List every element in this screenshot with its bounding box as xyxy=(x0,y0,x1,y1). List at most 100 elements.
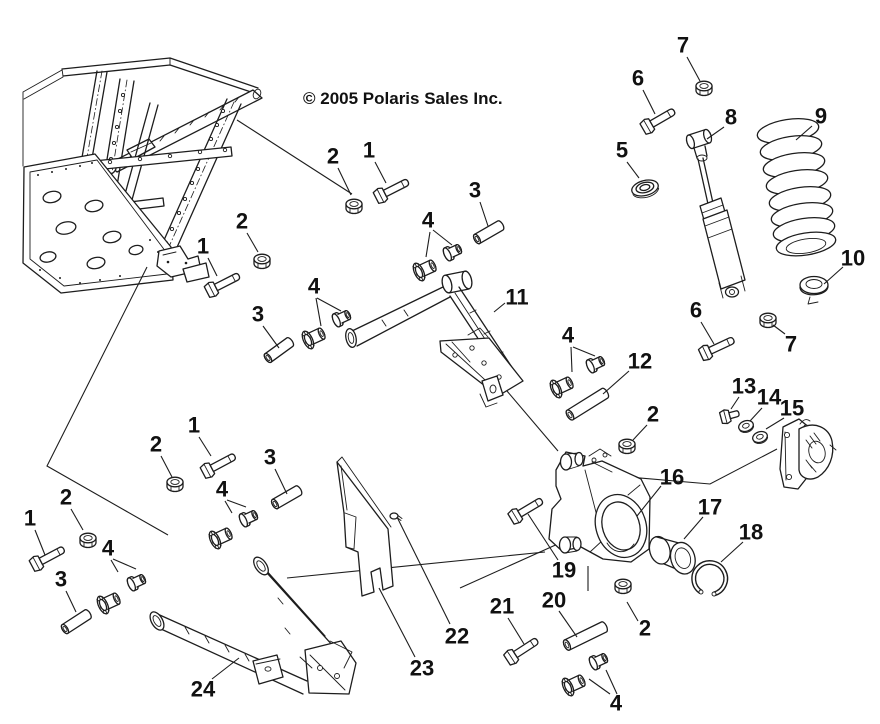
callout-leader-5 xyxy=(626,161,640,179)
cup-washer-5 xyxy=(629,176,662,202)
callout-leader-4 xyxy=(316,297,342,312)
upper-a-arm-drawing xyxy=(345,270,524,408)
callout-label-1: 1 xyxy=(363,138,375,163)
callout-leader-18 xyxy=(720,541,744,563)
callout-label-14: 14 xyxy=(757,385,782,410)
callout-leader-2 xyxy=(160,455,173,478)
axle-bushing-drawing xyxy=(648,535,696,575)
washer-14 xyxy=(736,418,756,436)
callout-label-4: 4 xyxy=(562,323,575,348)
callout-leader-4 xyxy=(572,346,596,357)
callout-label-10: 10 xyxy=(841,246,865,271)
callout-leader-3 xyxy=(274,468,288,495)
callout-label-17: 17 xyxy=(698,495,722,520)
washer-15 xyxy=(750,429,770,447)
callout-leader-15 xyxy=(765,417,785,430)
callout-leader-24 xyxy=(211,657,240,680)
callout-leader-3 xyxy=(479,201,489,227)
callout-label-9: 9 xyxy=(815,104,827,129)
callout-leader-4 xyxy=(605,669,618,695)
callout-label-7: 7 xyxy=(785,332,797,357)
callout-leader-2 xyxy=(70,508,84,531)
callout-label-11: 11 xyxy=(505,285,528,310)
reference-lines xyxy=(46,119,778,591)
callout-leader-6 xyxy=(700,321,715,345)
callout-label-1: 1 xyxy=(188,413,200,438)
callout-leader-3 xyxy=(262,325,280,349)
callout-leader-16 xyxy=(636,485,662,517)
mud-guard-drawing xyxy=(336,456,394,597)
callout-leader-2 xyxy=(626,601,639,622)
callout-label-18: 18 xyxy=(739,520,763,545)
callout-label-19: 19 xyxy=(552,558,576,583)
callout-leader-1 xyxy=(374,161,387,184)
callout-leader-4 xyxy=(588,678,611,695)
brake-caliper-drawing xyxy=(779,418,837,490)
callout-leader-9 xyxy=(795,125,813,141)
callout-leader-13 xyxy=(730,396,740,410)
callout-label-20: 20 xyxy=(542,588,566,613)
callout-leader-22 xyxy=(396,516,451,625)
callout-label-4: 4 xyxy=(216,477,229,502)
callout-label-2: 2 xyxy=(327,144,339,169)
callout-label-4: 4 xyxy=(308,274,321,299)
callout-leader-4 xyxy=(432,229,453,246)
callout-leader-7 xyxy=(686,56,701,82)
callout-label-3: 3 xyxy=(55,567,67,592)
callout-leader-17 xyxy=(683,516,704,540)
callout-leader-2 xyxy=(246,232,259,253)
callout-leader-4 xyxy=(110,559,119,573)
guard-screw-22 xyxy=(389,512,403,522)
callout-leader-2 xyxy=(337,167,352,196)
callout-leader-20 xyxy=(558,610,578,638)
callout-label-22: 22 xyxy=(445,624,469,649)
callout-label-2: 2 xyxy=(150,432,162,457)
coil-spring-drawing xyxy=(756,117,837,257)
callout-leader-4 xyxy=(224,500,233,514)
callout-label-4: 4 xyxy=(102,536,115,561)
callout-label-2: 2 xyxy=(647,402,659,427)
callout-label-3: 3 xyxy=(469,178,481,203)
callout-label-7: 7 xyxy=(677,33,689,58)
callout-leader-19 xyxy=(527,513,559,561)
callout-label-5: 5 xyxy=(616,138,628,163)
callout-label-23: 23 xyxy=(410,656,434,681)
callout-leader-21 xyxy=(507,617,525,645)
copyright-text: © 2005 Polaris Sales Inc. xyxy=(303,89,503,108)
callout-label-8: 8 xyxy=(725,105,737,130)
callout-label-2: 2 xyxy=(639,616,651,641)
callout-label-6: 6 xyxy=(632,66,644,91)
callout-leader-1 xyxy=(34,529,46,556)
callout-label-2: 2 xyxy=(60,485,72,510)
callout-label-21: 21 xyxy=(490,594,514,619)
callout-leader-2 xyxy=(632,424,648,441)
pivot-bushings xyxy=(94,241,611,699)
callout-leader-7 xyxy=(772,324,786,335)
callout-leader-4 xyxy=(425,231,431,258)
callout-leader-1 xyxy=(207,257,218,277)
callout-leader-10 xyxy=(823,266,844,285)
callout-leader-12 xyxy=(602,370,630,395)
callout-label-1: 1 xyxy=(24,506,36,531)
callout-label-16: 16 xyxy=(660,465,684,490)
callout-label-15: 15 xyxy=(780,396,804,421)
callout-leader-4 xyxy=(570,346,573,373)
callout-leader-4 xyxy=(112,558,137,570)
callout-leader-4 xyxy=(315,297,322,327)
spring-retainer-drawing xyxy=(799,275,829,305)
callout-label-2: 2 xyxy=(236,209,248,234)
snap-ring-drawing xyxy=(691,560,729,597)
callout-leader-14 xyxy=(749,407,763,422)
callout-leader-4 xyxy=(226,499,247,508)
callout-label-1: 1 xyxy=(197,234,209,259)
callout-leader-3 xyxy=(65,590,77,613)
callout-label-4: 4 xyxy=(422,208,435,233)
callout-leader-1 xyxy=(198,436,212,457)
shock-absorber-drawing xyxy=(685,128,746,299)
bearing-carrier-drawing xyxy=(548,448,651,563)
callout-leader-23 xyxy=(378,587,416,658)
callout-leader-11 xyxy=(493,302,506,313)
